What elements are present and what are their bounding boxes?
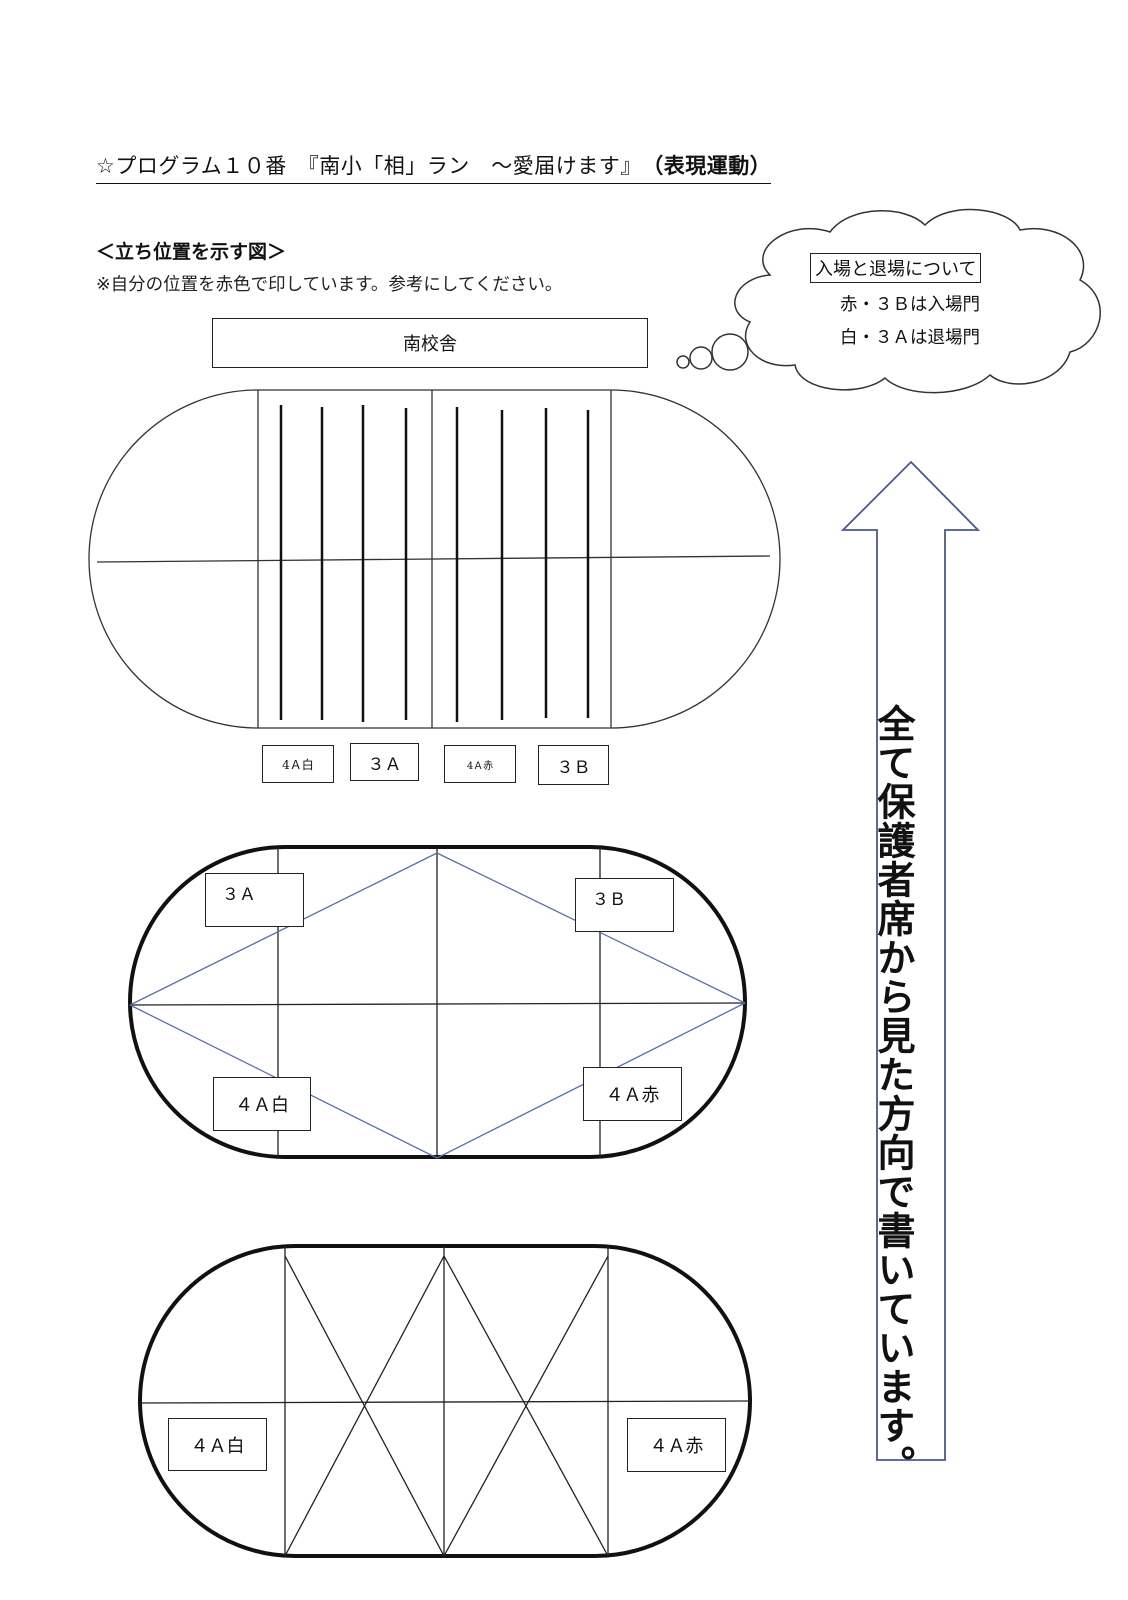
title-main: 『南小「相」ラン ～愛届けます』 [308,154,632,178]
title-suffix: （表現運動） [652,154,772,178]
page-title: ☆プログラム１０番 『南小「相」ラン ～愛届けます』 （表現運動） [96,150,772,184]
label-4a-white: ４Ａ白 [168,1418,267,1471]
label-4a-red: ４Ａ赤 [583,1067,682,1121]
up-arrow [840,460,981,1461]
section-note: ※自分の位置を赤色で印しています。参考にしてください。 [96,275,563,295]
cloud-title: 入場と退場について [810,253,982,283]
label-3a: ３Ａ [205,873,304,927]
label-3b: ３Ｂ [575,878,674,932]
label-3a: ３Ａ [350,743,419,781]
cloud-line-2: 白・３Ａは退場門 [840,328,980,348]
direction-note: 全て保護者席から見た方向で書いています。 [871,704,915,1484]
label-4a-white: ４Ａ白 [213,1077,311,1131]
title-prefix: ☆プログラム１０番 [96,154,309,178]
formation-diagram-3 [138,1244,752,1558]
label-4a-white: 4Ａ白 [262,745,334,783]
cloud-line-1: 赤・３Ｂは入場門 [840,295,980,315]
label-4a-red: ４Ａ赤 [627,1418,726,1472]
formation-diagram-1 [88,389,781,729]
label-3b: ３Ｂ [538,745,609,785]
label-4a-red: 4Ａ赤 [444,745,516,783]
building-label: 南校舎 [212,318,648,368]
section-heading: ＜立ち位置を示す図＞ [96,241,287,263]
